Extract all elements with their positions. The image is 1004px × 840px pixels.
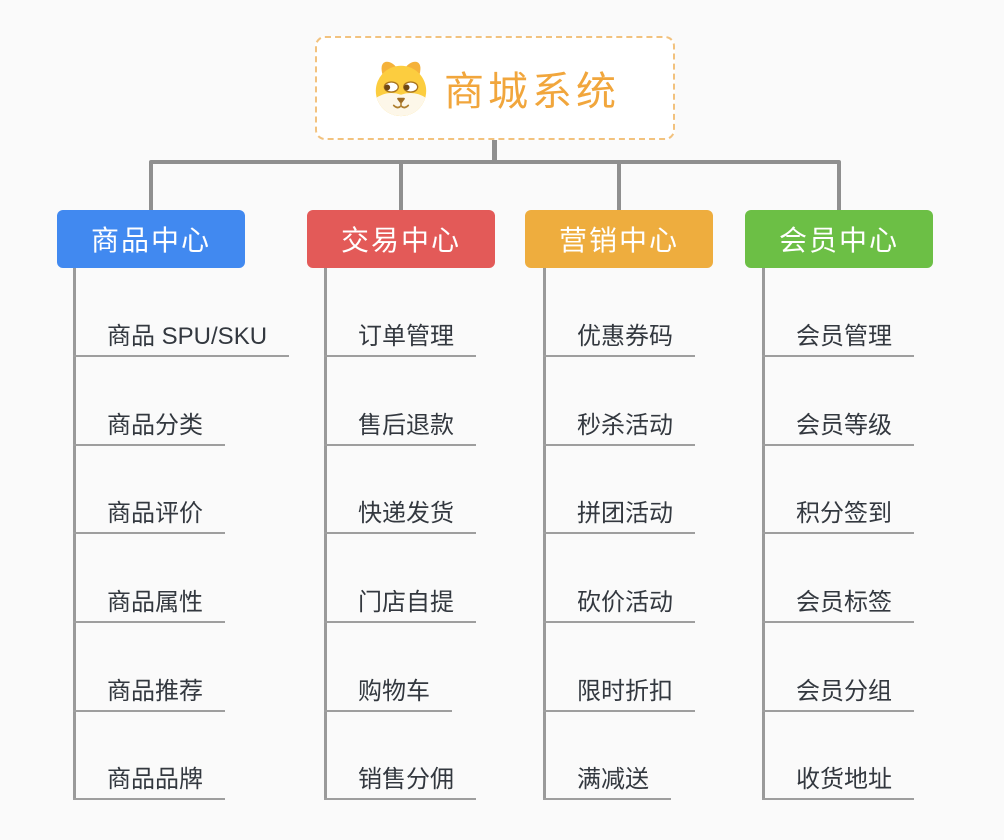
leaf-node[interactable]: 积分签到 — [762, 498, 914, 534]
leaf-node-label: 订单管理 — [358, 323, 454, 350]
branch-trunk-line — [324, 268, 327, 800]
leaf-node[interactable]: 商品推荐 — [73, 676, 225, 712]
leaf-node-label: 商品 SPU/SKU — [107, 323, 268, 350]
leaf-node[interactable]: 商品属性 — [73, 587, 225, 623]
leaf-node[interactable]: 会员标签 — [762, 587, 914, 623]
connector-drop-1 — [149, 162, 153, 210]
leaf-node-label: 门店自提 — [358, 589, 454, 616]
leaf-node[interactable]: 会员管理 — [762, 321, 914, 357]
leaf-node[interactable]: 销售分佣 — [324, 764, 476, 800]
leaf-node-label: 秒杀活动 — [577, 412, 673, 439]
leaf-node-label: 积分签到 — [796, 500, 892, 527]
branch-node-trade-center[interactable]: 交易中心 — [307, 210, 495, 268]
branch-trunk-line — [762, 268, 765, 800]
leaf-node[interactable]: 快递发货 — [324, 498, 476, 534]
leaf-node-label: 商品品牌 — [107, 766, 203, 793]
leaf-node-label: 收货地址 — [796, 766, 892, 793]
branch-trunk-line — [73, 268, 76, 800]
root-node-label: 商城系统 — [444, 70, 620, 114]
leaf-node-label: 会员管理 — [796, 323, 892, 350]
leaf-node-label: 拼团活动 — [577, 500, 673, 527]
connector-drop-4 — [837, 162, 841, 210]
branch-node-marketing-center[interactable]: 营销中心 — [525, 210, 713, 268]
leaf-node-label: 会员标签 — [796, 589, 892, 616]
leaf-node[interactable]: 收货地址 — [762, 764, 914, 800]
leaf-node[interactable]: 订单管理 — [324, 321, 476, 357]
leaf-node-label: 购物车 — [358, 678, 430, 705]
leaf-node-label: 售后退款 — [358, 412, 454, 439]
leaf-node-label: 商品评价 — [107, 500, 203, 527]
branch-trunk-line — [543, 268, 546, 800]
leaf-node[interactable]: 拼团活动 — [543, 498, 695, 534]
leaf-node-label: 会员等级 — [796, 412, 892, 439]
leaf-node-label: 商品属性 — [107, 589, 203, 616]
leaf-node-label: 优惠券码 — [577, 323, 673, 350]
connector-drop-3 — [617, 162, 621, 210]
leaf-node[interactable]: 会员分组 — [762, 676, 914, 712]
leaf-node-label: 销售分佣 — [358, 766, 454, 793]
leaf-node-label: 会员分组 — [796, 678, 892, 705]
leaf-node[interactable]: 会员等级 — [762, 410, 914, 446]
leaf-node[interactable]: 商品分类 — [73, 410, 225, 446]
doge-face-icon — [370, 57, 432, 119]
root-node[interactable]: 商城系统 — [315, 36, 675, 140]
leaf-node[interactable]: 砍价活动 — [543, 587, 695, 623]
leaf-node[interactable]: 商品品牌 — [73, 764, 225, 800]
leaf-node[interactable]: 商品 SPU/SKU — [73, 321, 290, 357]
leaf-node-label: 砍价活动 — [577, 589, 673, 616]
leaf-node-label: 快递发货 — [358, 500, 454, 527]
branch-node-product-center[interactable]: 商品中心 — [57, 210, 245, 268]
leaf-node[interactable]: 门店自提 — [324, 587, 476, 623]
leaf-node[interactable]: 购物车 — [324, 676, 452, 712]
leaf-node[interactable]: 限时折扣 — [543, 676, 695, 712]
leaf-node-label: 商品分类 — [107, 412, 203, 439]
connector-rail — [149, 160, 841, 164]
leaf-node[interactable]: 满减送 — [543, 764, 671, 800]
leaf-node[interactable]: 商品评价 — [73, 498, 225, 534]
leaf-node-label: 限时折扣 — [577, 678, 673, 705]
leaf-node-label: 满减送 — [577, 766, 649, 793]
leaf-node-label: 商品推荐 — [107, 678, 203, 705]
branch-node-member-center[interactable]: 会员中心 — [745, 210, 933, 268]
leaf-node[interactable]: 优惠券码 — [543, 321, 695, 357]
leaf-node[interactable]: 售后退款 — [324, 410, 476, 446]
connector-root-drop — [492, 140, 497, 162]
connector-drop-2 — [399, 162, 403, 210]
leaf-node[interactable]: 秒杀活动 — [543, 410, 695, 446]
